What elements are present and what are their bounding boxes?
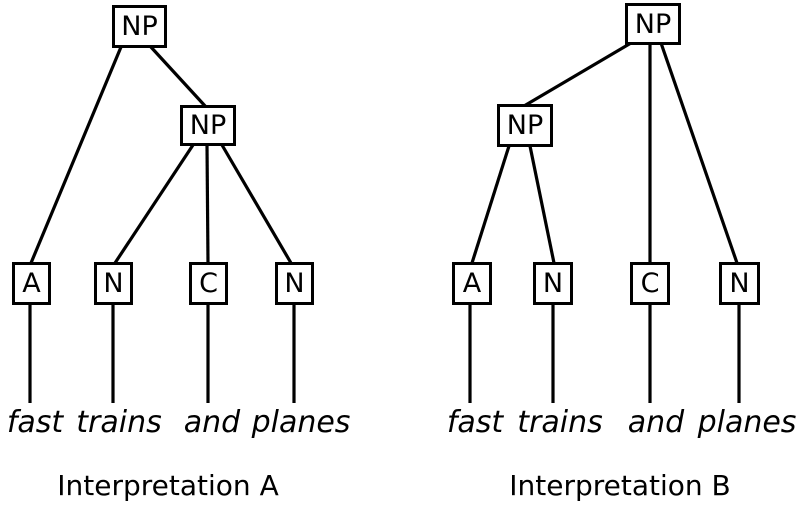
tree-a-caption: Interpretation A <box>57 469 279 502</box>
tree-a-leaf-c-node: C <box>189 262 228 305</box>
tree-b-caption: Interpretation B <box>509 469 731 502</box>
tree-b-word-planes: planes <box>697 405 797 440</box>
edge-a-inner-to-c <box>205 144 210 264</box>
tree-b-leaf-n1-node: N <box>533 262 573 305</box>
edge-b-root-to-inner-np <box>523 41 632 108</box>
tree-b-inner-np-node: NP <box>497 104 553 147</box>
edge-b-inner-to-n1 <box>528 145 556 264</box>
tree-b-root-np-node: NP <box>625 3 681 45</box>
tree-b-leaf-a-node: A <box>452 262 492 305</box>
tree-b-leaf-c-node: C <box>630 262 670 305</box>
tree-b-word-fast: fast <box>446 405 504 440</box>
edge-a-inner-to-n2 <box>220 144 293 264</box>
tree-b-leaf-n2-node: N <box>719 262 760 305</box>
tree-a-leaf-n2-node: N <box>275 262 314 305</box>
edge-b-inner-to-a <box>470 145 511 264</box>
tree-a-leaf-n1-node: N <box>94 262 133 305</box>
tree-a-leaf-a-node: A <box>12 262 51 305</box>
tree-b-word-trains: trains <box>517 405 603 440</box>
edge-a-root-to-a <box>29 46 123 264</box>
tree-a-word-and: and <box>183 405 241 440</box>
tree-a-word-trains: trains <box>76 405 162 440</box>
tree-a-inner-np-node: NP <box>180 105 236 146</box>
tree-a-word-fast: fast <box>6 405 64 440</box>
tree-a-word-planes: planes <box>251 405 351 440</box>
edge-a-root-to-inner-np <box>148 44 208 109</box>
edge-a-inner-to-n1 <box>113 144 195 264</box>
tree-b-word-and: and <box>627 405 685 440</box>
tree-a-root-np-node: NP <box>112 5 167 48</box>
edge-b-root-to-n2 <box>659 42 739 264</box>
